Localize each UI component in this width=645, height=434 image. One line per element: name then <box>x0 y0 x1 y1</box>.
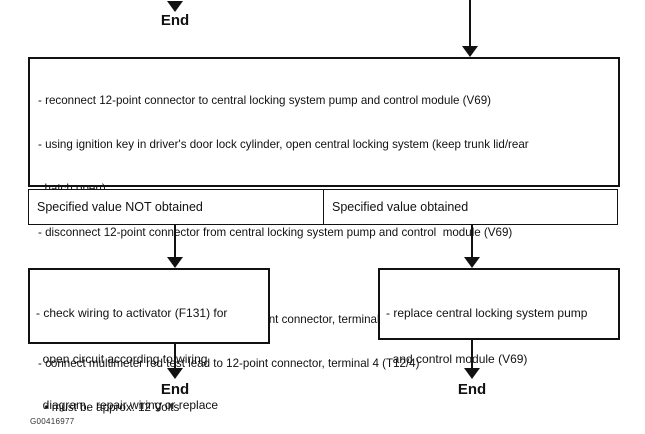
arrow-down-icon <box>167 1 183 12</box>
end-terminal-right: End <box>457 381 487 398</box>
decision-row: Specified value NOT obtained Specified v… <box>28 189 618 225</box>
procedure-line: - connect multimeter red test lead to 12… <box>38 356 420 370</box>
arrow-down-icon <box>464 368 480 379</box>
decision-cell-not-obtained: Specified value NOT obtained <box>37 200 203 214</box>
procedure-line: - reconnect 12-point connector to centra… <box>38 94 492 108</box>
end-terminal-left: End <box>160 381 190 398</box>
action-line: open circuit according to wiring <box>36 352 208 367</box>
arrow-down-icon <box>462 46 478 57</box>
connector-line-left <box>174 225 176 260</box>
action-box-check-wiring: - check wiring to activator (F131) for o… <box>28 268 270 412</box>
connector-line-right <box>471 225 473 260</box>
procedure-line: - using ignition key in driver's door lo… <box>38 137 529 151</box>
arrow-down-icon <box>167 368 183 379</box>
arrow-down-icon <box>167 257 183 268</box>
test-procedure-box: - reconnect 12-point connector to centra… <box>28 57 620 414</box>
action-line: diagram, repair wiring or replace <box>36 397 219 412</box>
decision-cell-obtained: Specified value obtained <box>323 190 617 224</box>
action-line: - replace central locking system pump <box>386 306 588 321</box>
action-box-replace-module: - replace central locking system pump an… <box>378 268 620 366</box>
figure-id: G00416977 <box>30 417 75 426</box>
procedure-line: - disconnect 12-point connector from cen… <box>38 225 513 239</box>
arrow-down-icon <box>464 257 480 268</box>
action-line: and control module (V69) <box>386 352 528 367</box>
end-terminal-top: End <box>160 12 190 29</box>
connector-line-right-end <box>471 340 473 370</box>
connector-line-top <box>469 0 471 48</box>
action-line: - check wiring to activator (F131) for <box>36 306 228 321</box>
connector-line-left-end <box>174 344 176 370</box>
procedure-line: • must be approx. 12 Volts <box>38 400 180 414</box>
